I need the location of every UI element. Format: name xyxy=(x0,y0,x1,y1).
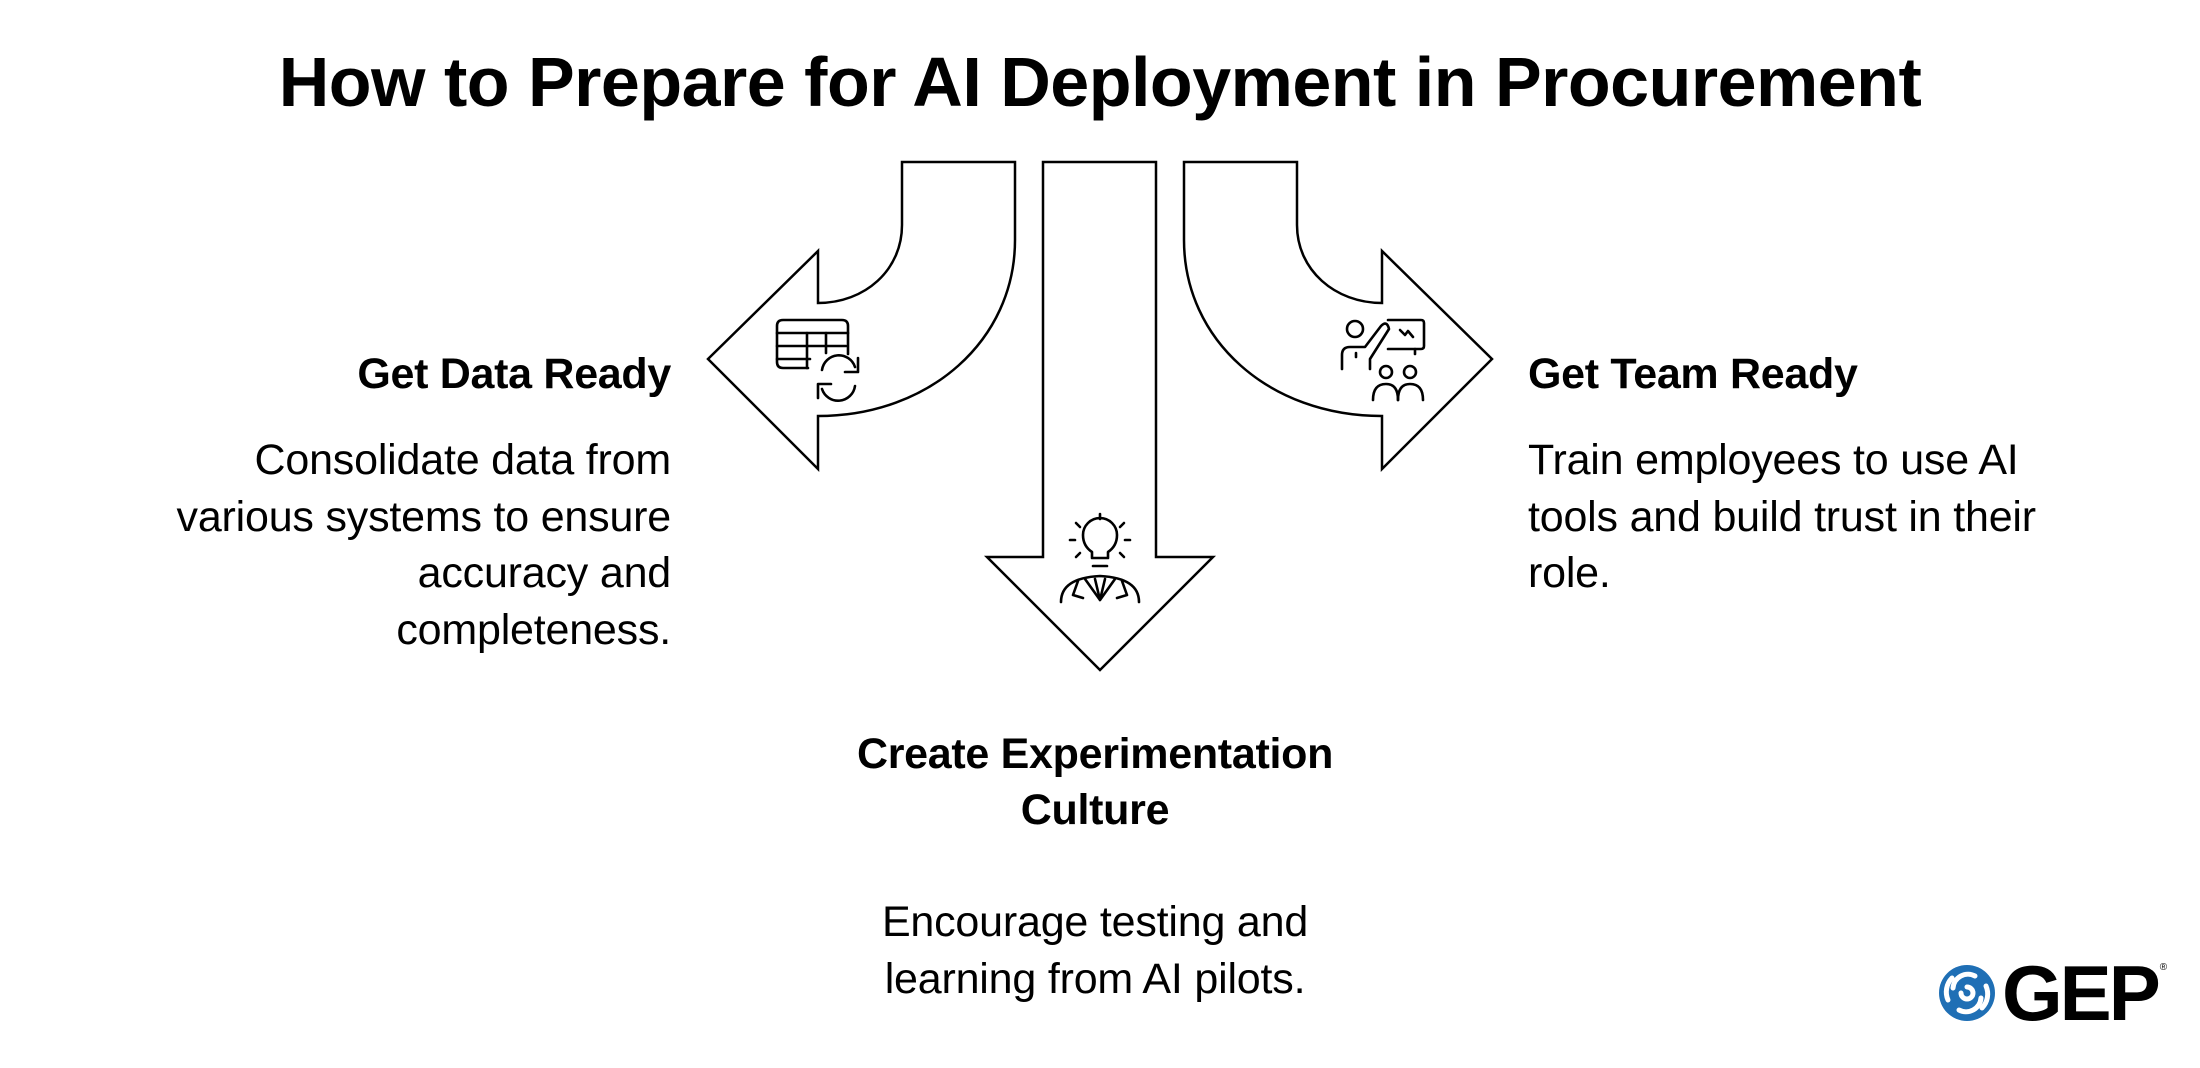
description-line: tools and build trust in their xyxy=(1528,492,2036,541)
description-line: completeness. xyxy=(396,605,671,654)
branch-create-experimentation-culture: Create Experimentation Culture Encourage… xyxy=(795,726,1395,1007)
page-title: How to Prepare for AI Deployment in Proc… xyxy=(278,43,1922,121)
description-line: learning from AI pilots. xyxy=(884,954,1306,1003)
heading-line: Culture xyxy=(1020,786,1170,834)
description-line: various systems to ensure xyxy=(176,492,672,541)
presenter-team-icon xyxy=(1340,318,1426,402)
branch-description: Encourage testing and learning from AI p… xyxy=(795,894,1395,1007)
branch-get-team-ready: Get Team Ready Train employees to use AI… xyxy=(1528,346,2128,602)
registered-mark: ® xyxy=(2159,961,2168,973)
down-arrow xyxy=(983,160,1217,672)
gep-logo: GEP ® xyxy=(1938,949,2168,1037)
description-line: Consolidate data from xyxy=(254,436,672,484)
branch-get-data-ready: Get Data Ready Consolidate data from var… xyxy=(71,346,672,658)
logo-text: GEP xyxy=(2002,949,2161,1037)
branch-heading: Get Data Ready xyxy=(357,350,671,398)
data-table-refresh-icon xyxy=(775,318,860,402)
right-arrow xyxy=(1182,160,1494,473)
description-line: Encourage testing and xyxy=(881,898,1309,946)
branch-description: Train employees to use AI tools and buil… xyxy=(1528,432,2128,602)
left-arrow xyxy=(706,160,1017,473)
branch-description: Consolidate data from various systems to… xyxy=(71,432,672,658)
swirl-logo-icon xyxy=(1939,965,1995,1021)
branch-heading: Create Experimentation Culture xyxy=(795,726,1395,838)
branch-heading: Get Team Ready xyxy=(1528,350,1858,398)
description-line: Train employees to use AI xyxy=(1528,436,2019,484)
description-line: accuracy and xyxy=(417,549,672,597)
lightbulb-person-icon xyxy=(1059,512,1141,604)
description-line: role. xyxy=(1528,549,1611,597)
heading-line: Create Experimentation xyxy=(856,730,1334,778)
